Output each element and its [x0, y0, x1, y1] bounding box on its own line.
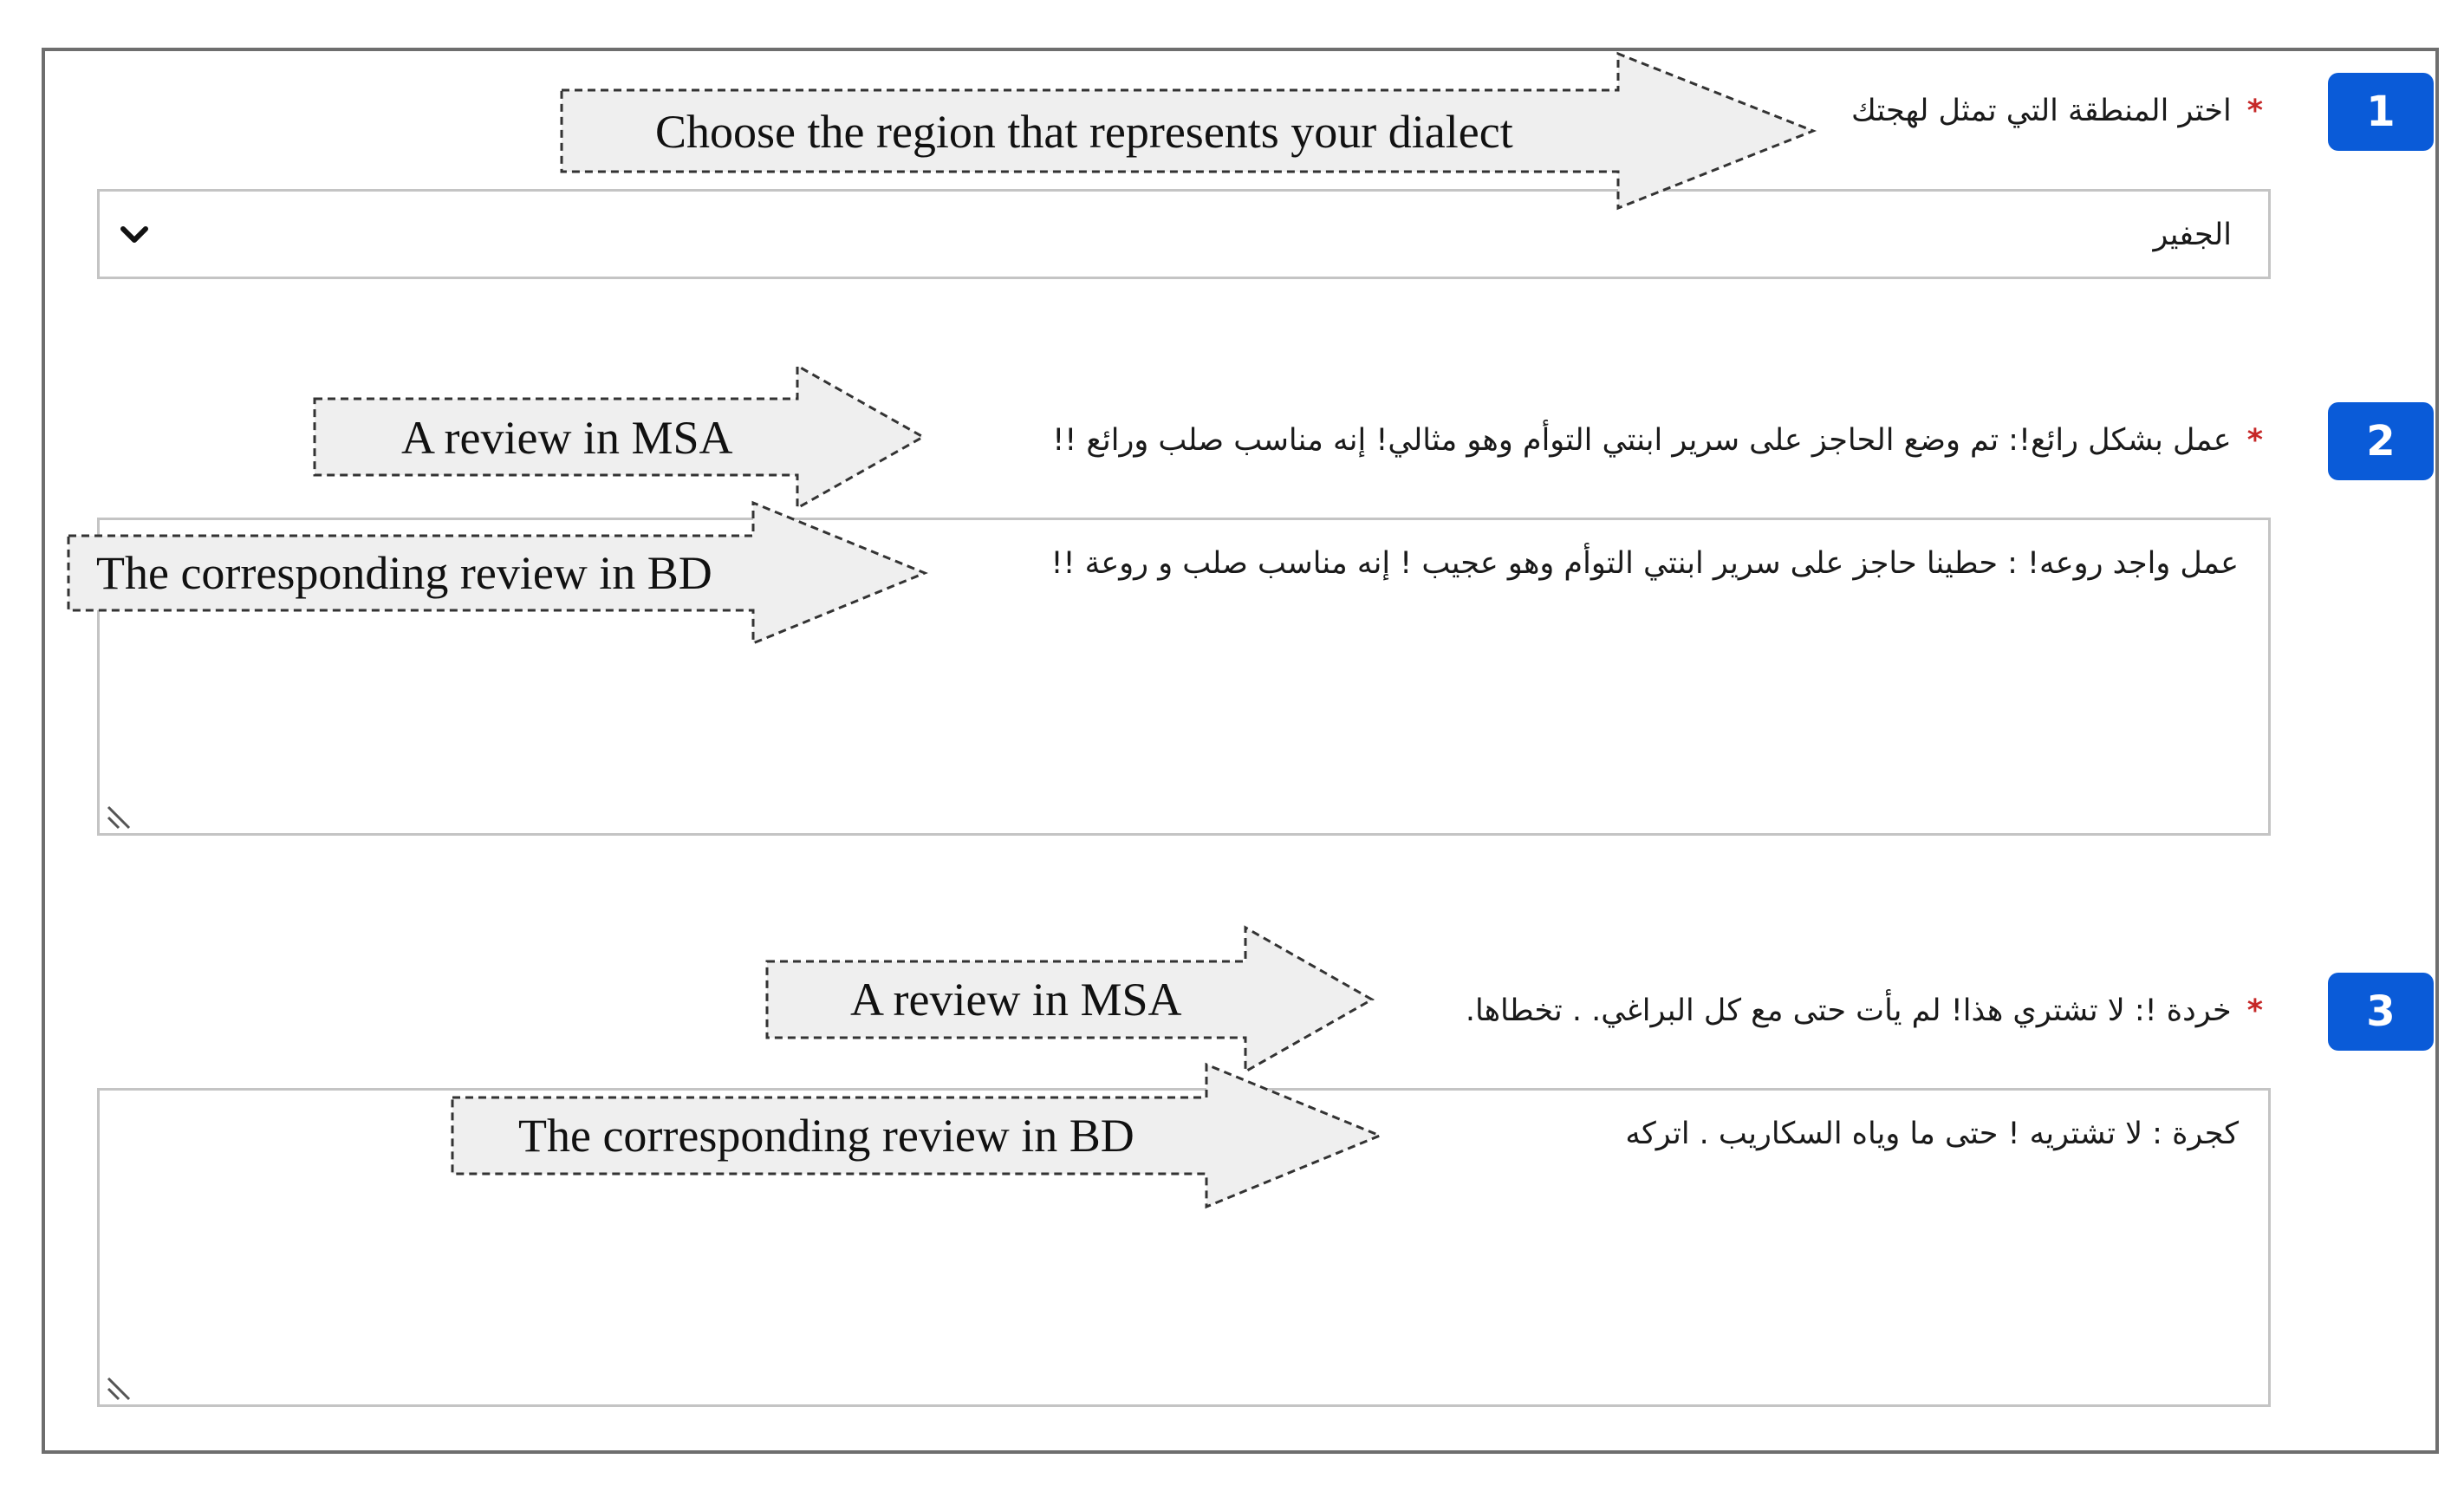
required-marker: *: [2246, 423, 2263, 458]
resize-grip-icon[interactable]: [103, 1370, 134, 1401]
question-number-badge: 1: [2328, 73, 2434, 151]
textarea-value: كجرة : لا تشتريه ! حتى ما وياه السكاريب …: [1625, 1117, 2239, 1151]
required-marker: *: [2246, 993, 2263, 1028]
select-value: الجفير: [2153, 218, 2232, 252]
annotation-arrow: A review in MSA: [765, 925, 1375, 1074]
annotation-text: A review in MSA: [850, 974, 1181, 1026]
required-marker: *: [2246, 94, 2263, 128]
annotation-text: Choose the region that represents your d…: [655, 106, 1513, 158]
annotation-arrow: The corresponding review in BD: [451, 1062, 1383, 1209]
annotation-text: A review in MSA: [401, 412, 732, 464]
arrow-right-icon: [765, 925, 1375, 1074]
arrow-right-icon: [313, 363, 926, 511]
question-text: عمل بشكل رائع!: تم وضع الحاجز على سرير ا…: [1052, 423, 2232, 458]
annotation-arrow: The corresponding review in BD: [67, 500, 928, 646]
question-number-badge: 2: [2328, 402, 2434, 480]
question-label: * خردة !: لا تشتري هذا! لم يأت حتى مع كل …: [1466, 993, 2263, 1028]
textarea-value: عمل واجد روعه! : حطينا حاجز على سرير ابن…: [1050, 546, 2239, 581]
question-label: * عمل بشكل رائع!: تم وضع الحاجز على سرير …: [1052, 423, 2263, 458]
annotation-arrow: Choose the region that represents your d…: [560, 51, 1817, 211]
annotation-text: The corresponding review in BD: [96, 547, 712, 599]
region-select[interactable]: الجفير: [97, 189, 2271, 279]
question-text: خردة !: لا تشتري هذا! لم يأت حتى مع كل ا…: [1465, 993, 2232, 1028]
question-label: * اختر المنطقة التي تمثل لهجتك: [1851, 94, 2263, 128]
annotation-text: The corresponding review in BD: [518, 1110, 1134, 1162]
question-number-badge: 3: [2328, 973, 2434, 1051]
resize-grip-icon[interactable]: [103, 798, 134, 830]
arrow-right-icon: [451, 1062, 1383, 1209]
arrow-right-icon: [560, 51, 1817, 211]
arrow-right-icon: [67, 500, 928, 646]
question-text: اختر المنطقة التي تمثل لهجتك: [1850, 94, 2232, 128]
chevron-down-icon[interactable]: [115, 216, 153, 254]
annotation-arrow: A review in MSA: [313, 363, 926, 511]
